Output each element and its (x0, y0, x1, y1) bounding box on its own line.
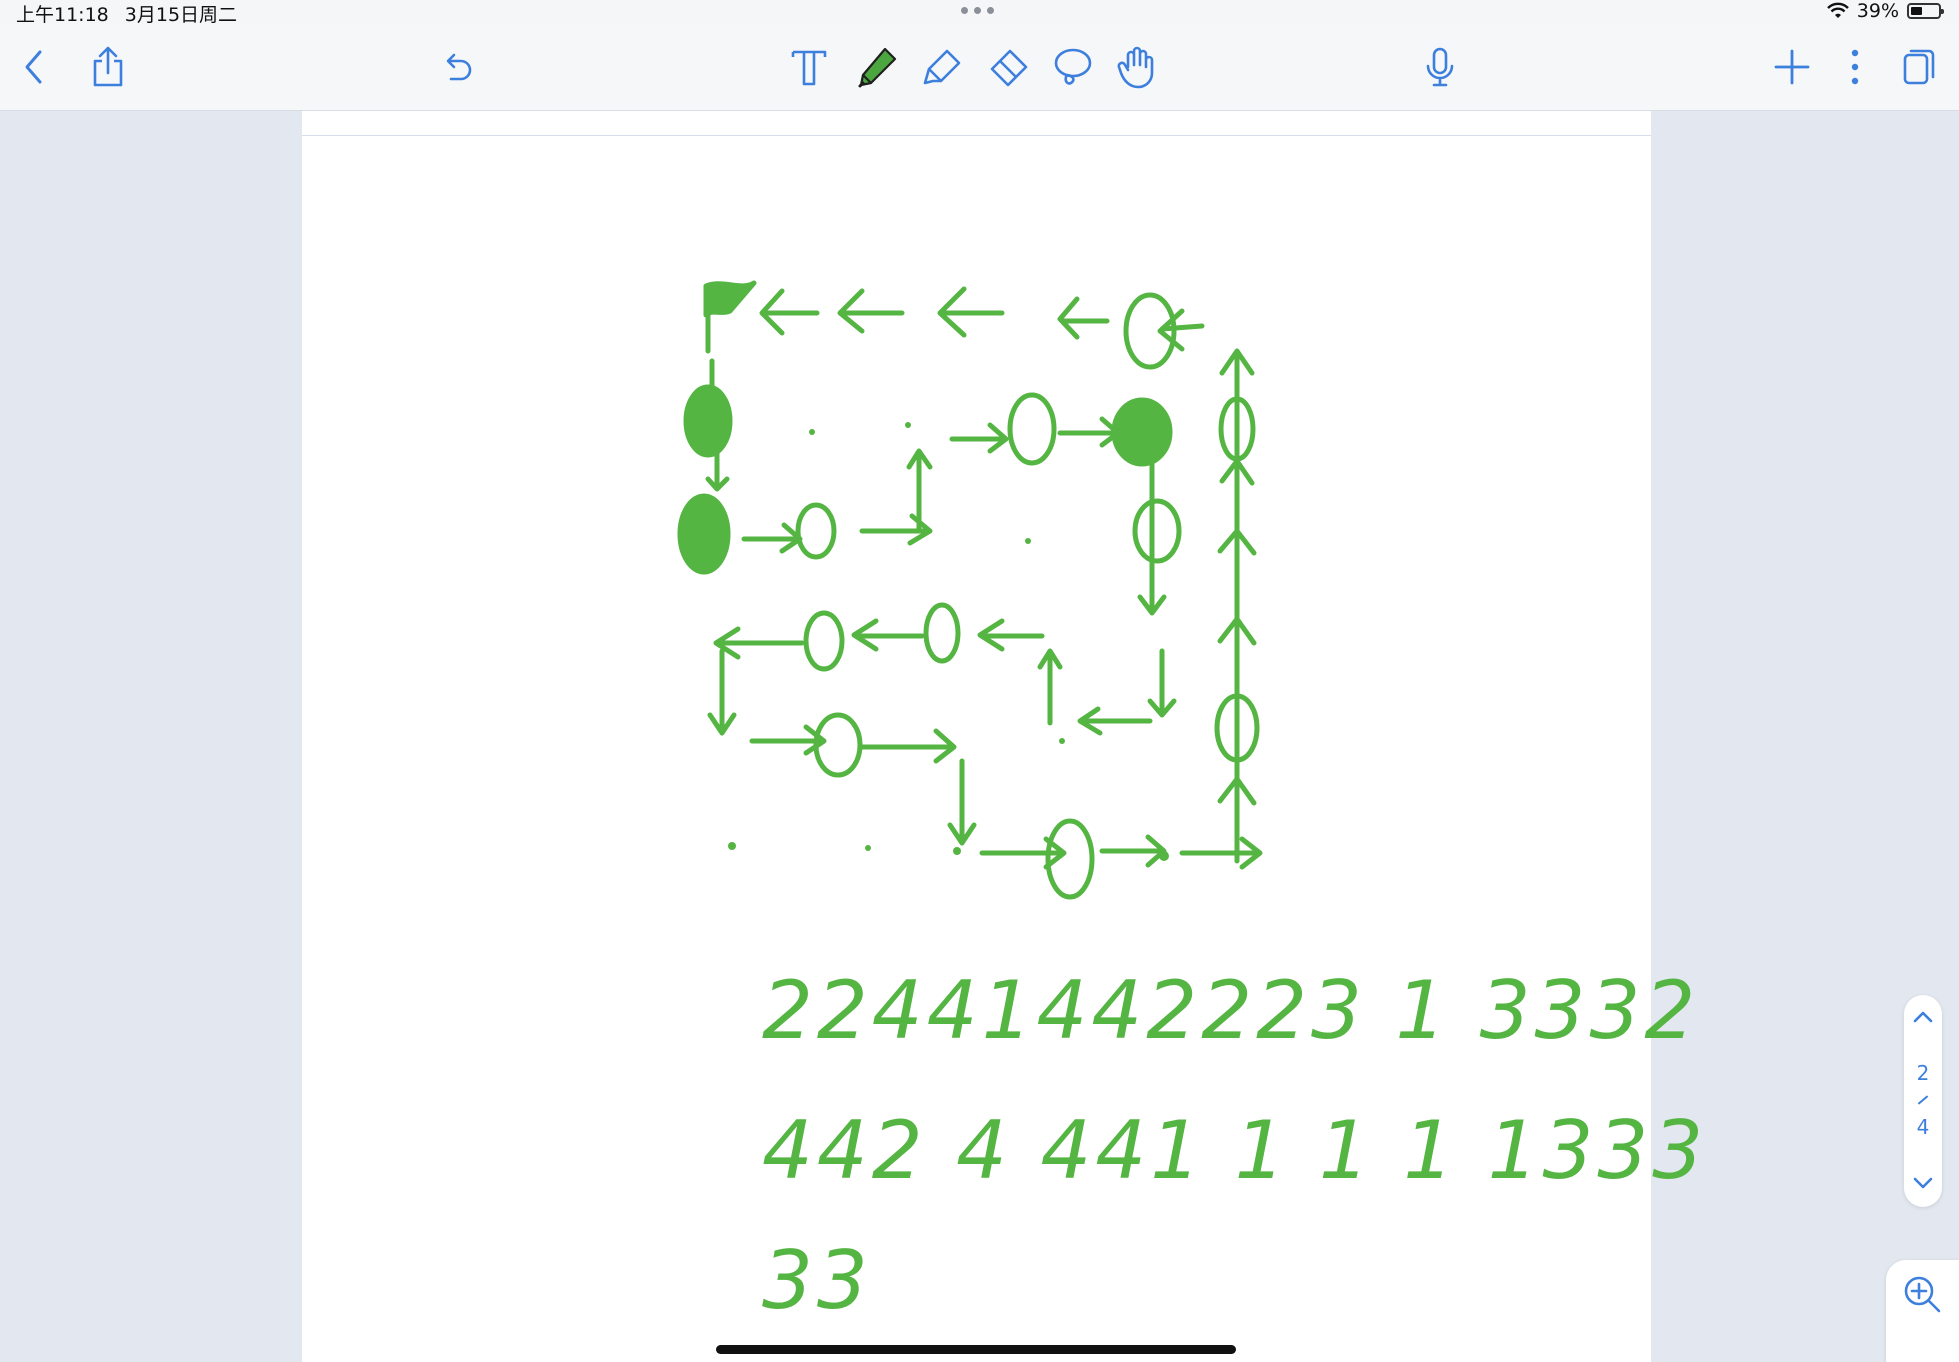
lasso-tool-icon (1054, 48, 1092, 85)
back-icon (25, 50, 42, 84)
home-indicator[interactable] (716, 1345, 1236, 1354)
note-page[interactable]: 22441442223 1 3332 442 4 441 1 1 1 1333 … (302, 111, 1703, 1362)
microphone-button[interactable] (1418, 24, 1462, 110)
previous-page-icon[interactable] (1904, 1003, 1942, 1033)
battery-icon (1907, 3, 1944, 19)
share-button[interactable] (86, 24, 130, 110)
next-page-icon[interactable] (1904, 1167, 1942, 1197)
undo-icon (446, 53, 472, 81)
current-page-number: 2 (1916, 1061, 1930, 1085)
note-digits-row-2: 442 4 441 1 1 1 1333 (762, 1104, 1708, 1197)
highlighter-tool-button[interactable] (918, 24, 968, 110)
page-separator (1917, 1095, 1929, 1105)
status-time: 上午11:18 (16, 4, 109, 26)
text-tool-button[interactable] (786, 24, 832, 110)
pen-tool-button[interactable] (852, 24, 902, 110)
more-button[interactable] (1838, 24, 1872, 110)
status-right: 39% (1826, 0, 1944, 22)
text-tool-icon (791, 50, 827, 86)
lasso-tool-button[interactable] (1048, 24, 1098, 110)
pages-icon (1903, 49, 1935, 85)
back-button[interactable] (14, 24, 54, 110)
wifi-icon (1826, 2, 1849, 18)
hand-tool-icon (1117, 46, 1154, 89)
highlighter-tool-icon (923, 49, 961, 85)
battery-percent: 39% (1856, 0, 1899, 22)
pen-tool-icon (858, 47, 897, 88)
eraser-tool-button[interactable] (982, 24, 1032, 110)
toolbar (0, 24, 1959, 111)
note-digits-row-1: 22441442223 1 3332 (762, 964, 1700, 1057)
status-date: 3月15日周二 (124, 4, 238, 26)
handwritten-maze-drawing (677, 280, 1263, 900)
total-page-count: 4 (1916, 1115, 1930, 1139)
hand-tool-button[interactable] (1112, 24, 1162, 110)
multitasking-dots-icon[interactable] (957, 2, 997, 18)
add-icon (1774, 49, 1810, 85)
undo-button[interactable] (436, 24, 480, 110)
note-digits-row-3: 33 (762, 1234, 872, 1327)
zoom-in-icon (1904, 1276, 1941, 1313)
pages-button[interactable] (1896, 24, 1942, 110)
add-button[interactable] (1770, 24, 1814, 110)
page-divider (302, 135, 1651, 136)
share-icon (93, 46, 123, 87)
page-navigator: 2 4 (1904, 995, 1942, 1207)
zoom-button[interactable] (1886, 1260, 1959, 1362)
status-bar: 上午11:18 3月15日周二 39% (0, 0, 1959, 27)
more-icon (1851, 49, 1859, 85)
microphone-icon (1426, 47, 1454, 87)
eraser-tool-icon (990, 49, 1028, 87)
status-time-date: 上午11:18 3月15日周二 (16, 0, 237, 27)
